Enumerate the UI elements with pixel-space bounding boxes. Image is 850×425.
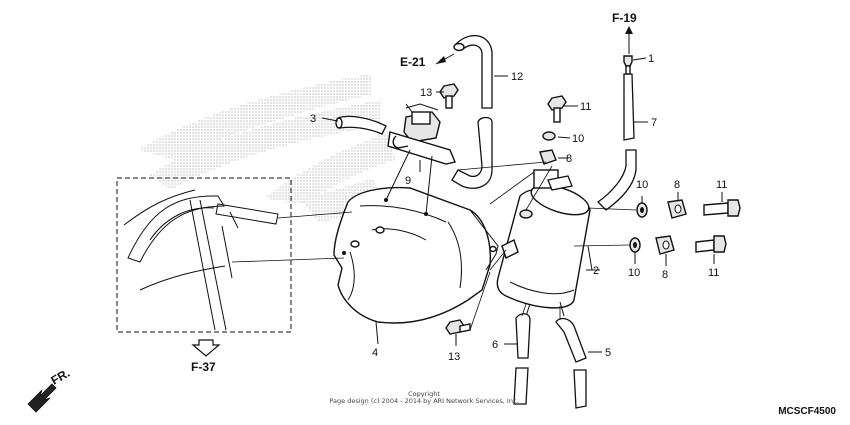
part-11-bolt-right-upper[interactable] <box>703 199 741 217</box>
part-6-hose[interactable] <box>513 313 531 405</box>
copyright-line-1: Copyright <box>408 390 440 398</box>
callout-9[interactable]: 9 <box>405 175 411 187</box>
callout-10-right-lower[interactable]: 10 <box>628 267 640 279</box>
callout-3[interactable]: 3 <box>310 113 316 125</box>
f19-label[interactable]: F-19 <box>612 11 637 25</box>
callout-12[interactable]: 12 <box>511 71 523 83</box>
part-8-grommet-top[interactable] <box>539 149 557 165</box>
part-9-valve-bracket[interactable] <box>387 103 456 165</box>
callout-8-right-upper[interactable]: 8 <box>674 179 680 191</box>
part-10-washer-right-lower[interactable] <box>629 237 641 253</box>
copyright-line-2: Page design (c) 2004 - 2014 by ARI Netwo… <box>329 397 518 405</box>
part-12-hose[interactable] <box>451 34 493 189</box>
part-10-washer-right-upper[interactable] <box>636 202 648 218</box>
part-13-bolt-lower[interactable] <box>445 319 471 335</box>
callout-10-right-upper[interactable]: 10 <box>636 179 648 191</box>
callout-2[interactable]: 2 <box>593 265 599 277</box>
callout-6[interactable]: 6 <box>492 339 498 351</box>
part-5-hose[interactable] <box>555 317 587 409</box>
part-11-bolt-top[interactable] <box>547 95 567 123</box>
callout-10-top[interactable]: 10 <box>572 133 584 145</box>
front-direction-indicator: FR. <box>27 366 72 413</box>
callout-1[interactable]: 1 <box>648 53 654 65</box>
callout-7[interactable]: 7 <box>651 117 657 129</box>
part-13-bolt-upper[interactable] <box>439 83 459 109</box>
frame-silhouette <box>138 74 395 222</box>
part-10-washer-top[interactable] <box>542 131 556 141</box>
part-2-canister[interactable] <box>496 169 592 317</box>
leader-lines <box>231 53 723 353</box>
part-4-cover[interactable] <box>333 186 499 324</box>
callout-11-right-upper[interactable]: 11 <box>716 179 727 191</box>
callout-11-top[interactable]: 11 <box>580 101 591 113</box>
callout-13-lower[interactable]: 13 <box>448 351 460 363</box>
callout-8-right-lower[interactable]: 8 <box>662 269 668 281</box>
part-8-grommet-right-upper[interactable] <box>667 199 687 219</box>
callout-numbers: 1 2 3 4 5 6 7 8 8 8 9 10 10 10 11 11 11 … <box>310 53 727 363</box>
part-8-grommet-right-lower[interactable] <box>655 235 675 255</box>
f37-reference[interactable]: F-37 <box>191 339 221 374</box>
callout-11-right-lower[interactable]: 11 <box>708 267 719 279</box>
part-7-hose[interactable] <box>596 73 637 211</box>
f37-label: F-37 <box>191 360 216 374</box>
part-1-fitting[interactable] <box>623 26 633 75</box>
e21-label[interactable]: E-21 <box>400 55 426 69</box>
callout-13-upper[interactable]: 13 <box>420 87 432 99</box>
detail-inset-box <box>116 177 292 333</box>
part-11-bolt-right-lower[interactable] <box>695 235 727 253</box>
callout-4[interactable]: 4 <box>372 347 378 359</box>
part-3-hose[interactable] <box>335 115 387 135</box>
callout-5[interactable]: 5 <box>605 347 611 359</box>
callout-8-top[interactable]: 8 <box>566 153 572 165</box>
diagram-code: MCSCF4500 <box>778 406 836 417</box>
